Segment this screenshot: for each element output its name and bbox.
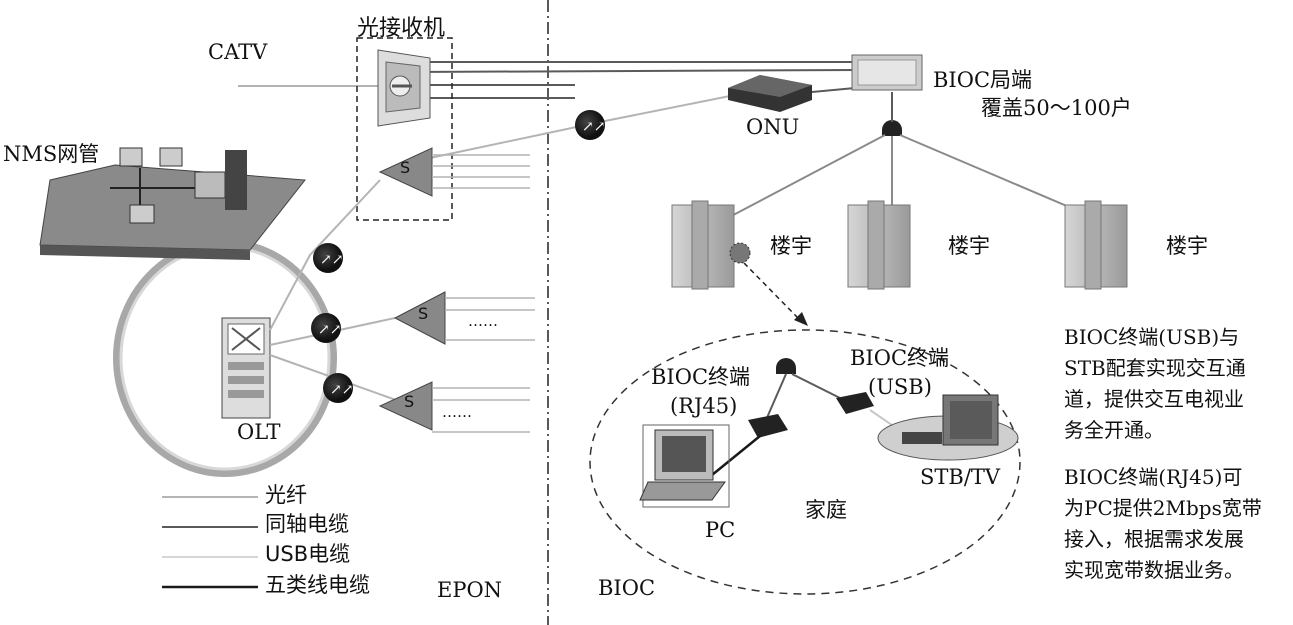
home-ellipse	[589, 329, 1021, 595]
usb-tag-label: (USB)	[868, 375, 932, 399]
bioc-terminal-rj45-label: BIOC终端	[651, 365, 751, 389]
svg-text:↗↗: ↗↗	[330, 382, 353, 398]
bioc-terminal-usb-icon	[836, 392, 874, 414]
rj45-tag-label: (RJ45)	[670, 394, 738, 418]
building-label-3: 楼宇	[1166, 234, 1208, 258]
optical-receiver-box	[356, 37, 453, 221]
olt-icon	[221, 317, 271, 419]
home-label: 家庭	[805, 498, 847, 522]
coverage-label: 覆盖50～100户	[981, 96, 1132, 120]
stb-tv-label: STB/TV	[920, 465, 1001, 489]
fiber-marker-icons: ↗↗ ↗↗ ↗↗ ↗↗	[311, 110, 605, 403]
bioc-head-label: BIOC局端	[933, 68, 1033, 92]
legend-label-cat5: 五类线电缆	[265, 573, 370, 597]
optical-receiver-label: 光接收机	[357, 16, 446, 41]
bioc-head-coupler-icon	[882, 120, 902, 136]
coax-to-buildings	[719, 134, 1096, 223]
stb-tv-icon	[877, 394, 1019, 461]
svg-text:↗↗: ↗↗	[582, 119, 605, 135]
epon-zone-label: EPON	[437, 578, 503, 602]
splitter-label-3: S	[404, 392, 415, 411]
bioc-zone-label: BIOC	[598, 576, 656, 600]
legend-lines	[162, 496, 258, 589]
bioc-terminal-usb-label: BIOC终端	[850, 346, 950, 370]
dots-label-1: ……	[468, 312, 498, 330]
dots-label-2: ……	[442, 403, 472, 421]
nms-platform-icon	[39, 147, 306, 260]
svg-text:↗↗: ↗↗	[320, 252, 343, 268]
pc-label: PC	[705, 518, 736, 542]
optical-receiver-icon	[377, 49, 431, 127]
bioc-head-icon	[851, 54, 923, 91]
pc-icon	[639, 424, 730, 508]
building-label-2: 楼宇	[948, 234, 990, 258]
legend-label-coax: 同轴电缆	[265, 512, 349, 536]
building-icons	[671, 200, 1128, 290]
rj45-note: BIOC终端(RJ45)可 为PC提供2Mbps宽带 接入，根据需求发展 实现宽…	[1064, 465, 1262, 582]
splitter-label-1: S	[400, 158, 411, 177]
splitter-output-lines	[432, 154, 535, 433]
onu-icon	[728, 75, 812, 112]
coax-trunk-2	[409, 69, 861, 73]
splitter-label-2: S	[418, 304, 429, 323]
bioc-terminal-rj45-icon	[748, 414, 788, 438]
catv-label: CATV	[208, 40, 268, 64]
legend-label-fiber: 光纤	[265, 483, 307, 507]
legend: 光纤 同轴电缆 USB电缆 五类线电缆	[160, 485, 410, 605]
nms-label: NMS网管	[3, 142, 100, 166]
building-label-1: 楼宇	[770, 234, 812, 258]
olt-label: OLT	[237, 420, 281, 444]
usb-note: BIOC终端(USB)与 STB配套实现交互通 道，提供交互电视业 务全开通。	[1064, 325, 1246, 442]
svg-text:↗↗: ↗↗	[318, 322, 341, 338]
splitter-icons	[378, 147, 446, 431]
home-arrow	[743, 262, 799, 319]
home-coupler-icon	[776, 358, 796, 374]
legend-label-usb: USB电缆	[265, 542, 351, 566]
onu-label: ONU	[746, 115, 800, 139]
